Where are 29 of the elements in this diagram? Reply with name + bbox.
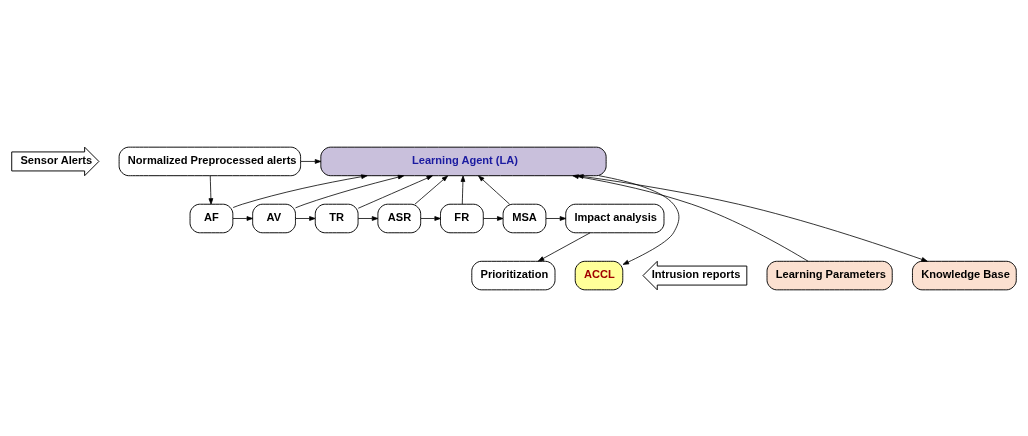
arrow <box>295 215 316 221</box>
node-box: ASR <box>377 203 422 233</box>
arrow <box>232 173 368 208</box>
node-box: Impact analysis <box>565 203 665 233</box>
arrow <box>357 215 379 221</box>
node-box: Prioritization <box>471 260 556 290</box>
arrow <box>537 231 591 262</box>
node-box: FR <box>440 203 484 233</box>
node-box: TR <box>314 203 359 233</box>
arrow <box>300 158 322 164</box>
arrow <box>483 215 504 221</box>
node-box: Normalized Preprocessed alerts <box>118 146 302 176</box>
node-box: MSA <box>502 203 547 233</box>
arrow <box>208 175 214 205</box>
arrow <box>598 174 680 265</box>
node-box: AF <box>189 203 234 233</box>
arrow <box>460 175 466 205</box>
arrow <box>414 175 448 205</box>
arrow <box>357 174 433 209</box>
node-box: Learning Parameters <box>766 260 893 290</box>
node-box: AV <box>252 203 296 233</box>
arrow <box>232 215 253 221</box>
arrow <box>478 175 510 205</box>
arrow <box>295 174 405 208</box>
node-box: Learning Agent (LA) <box>320 146 607 176</box>
arrow <box>420 215 441 221</box>
node-box: Knowledge Base <box>912 260 1017 290</box>
arrow <box>545 215 567 221</box>
node-box: ACCL <box>574 260 624 290</box>
